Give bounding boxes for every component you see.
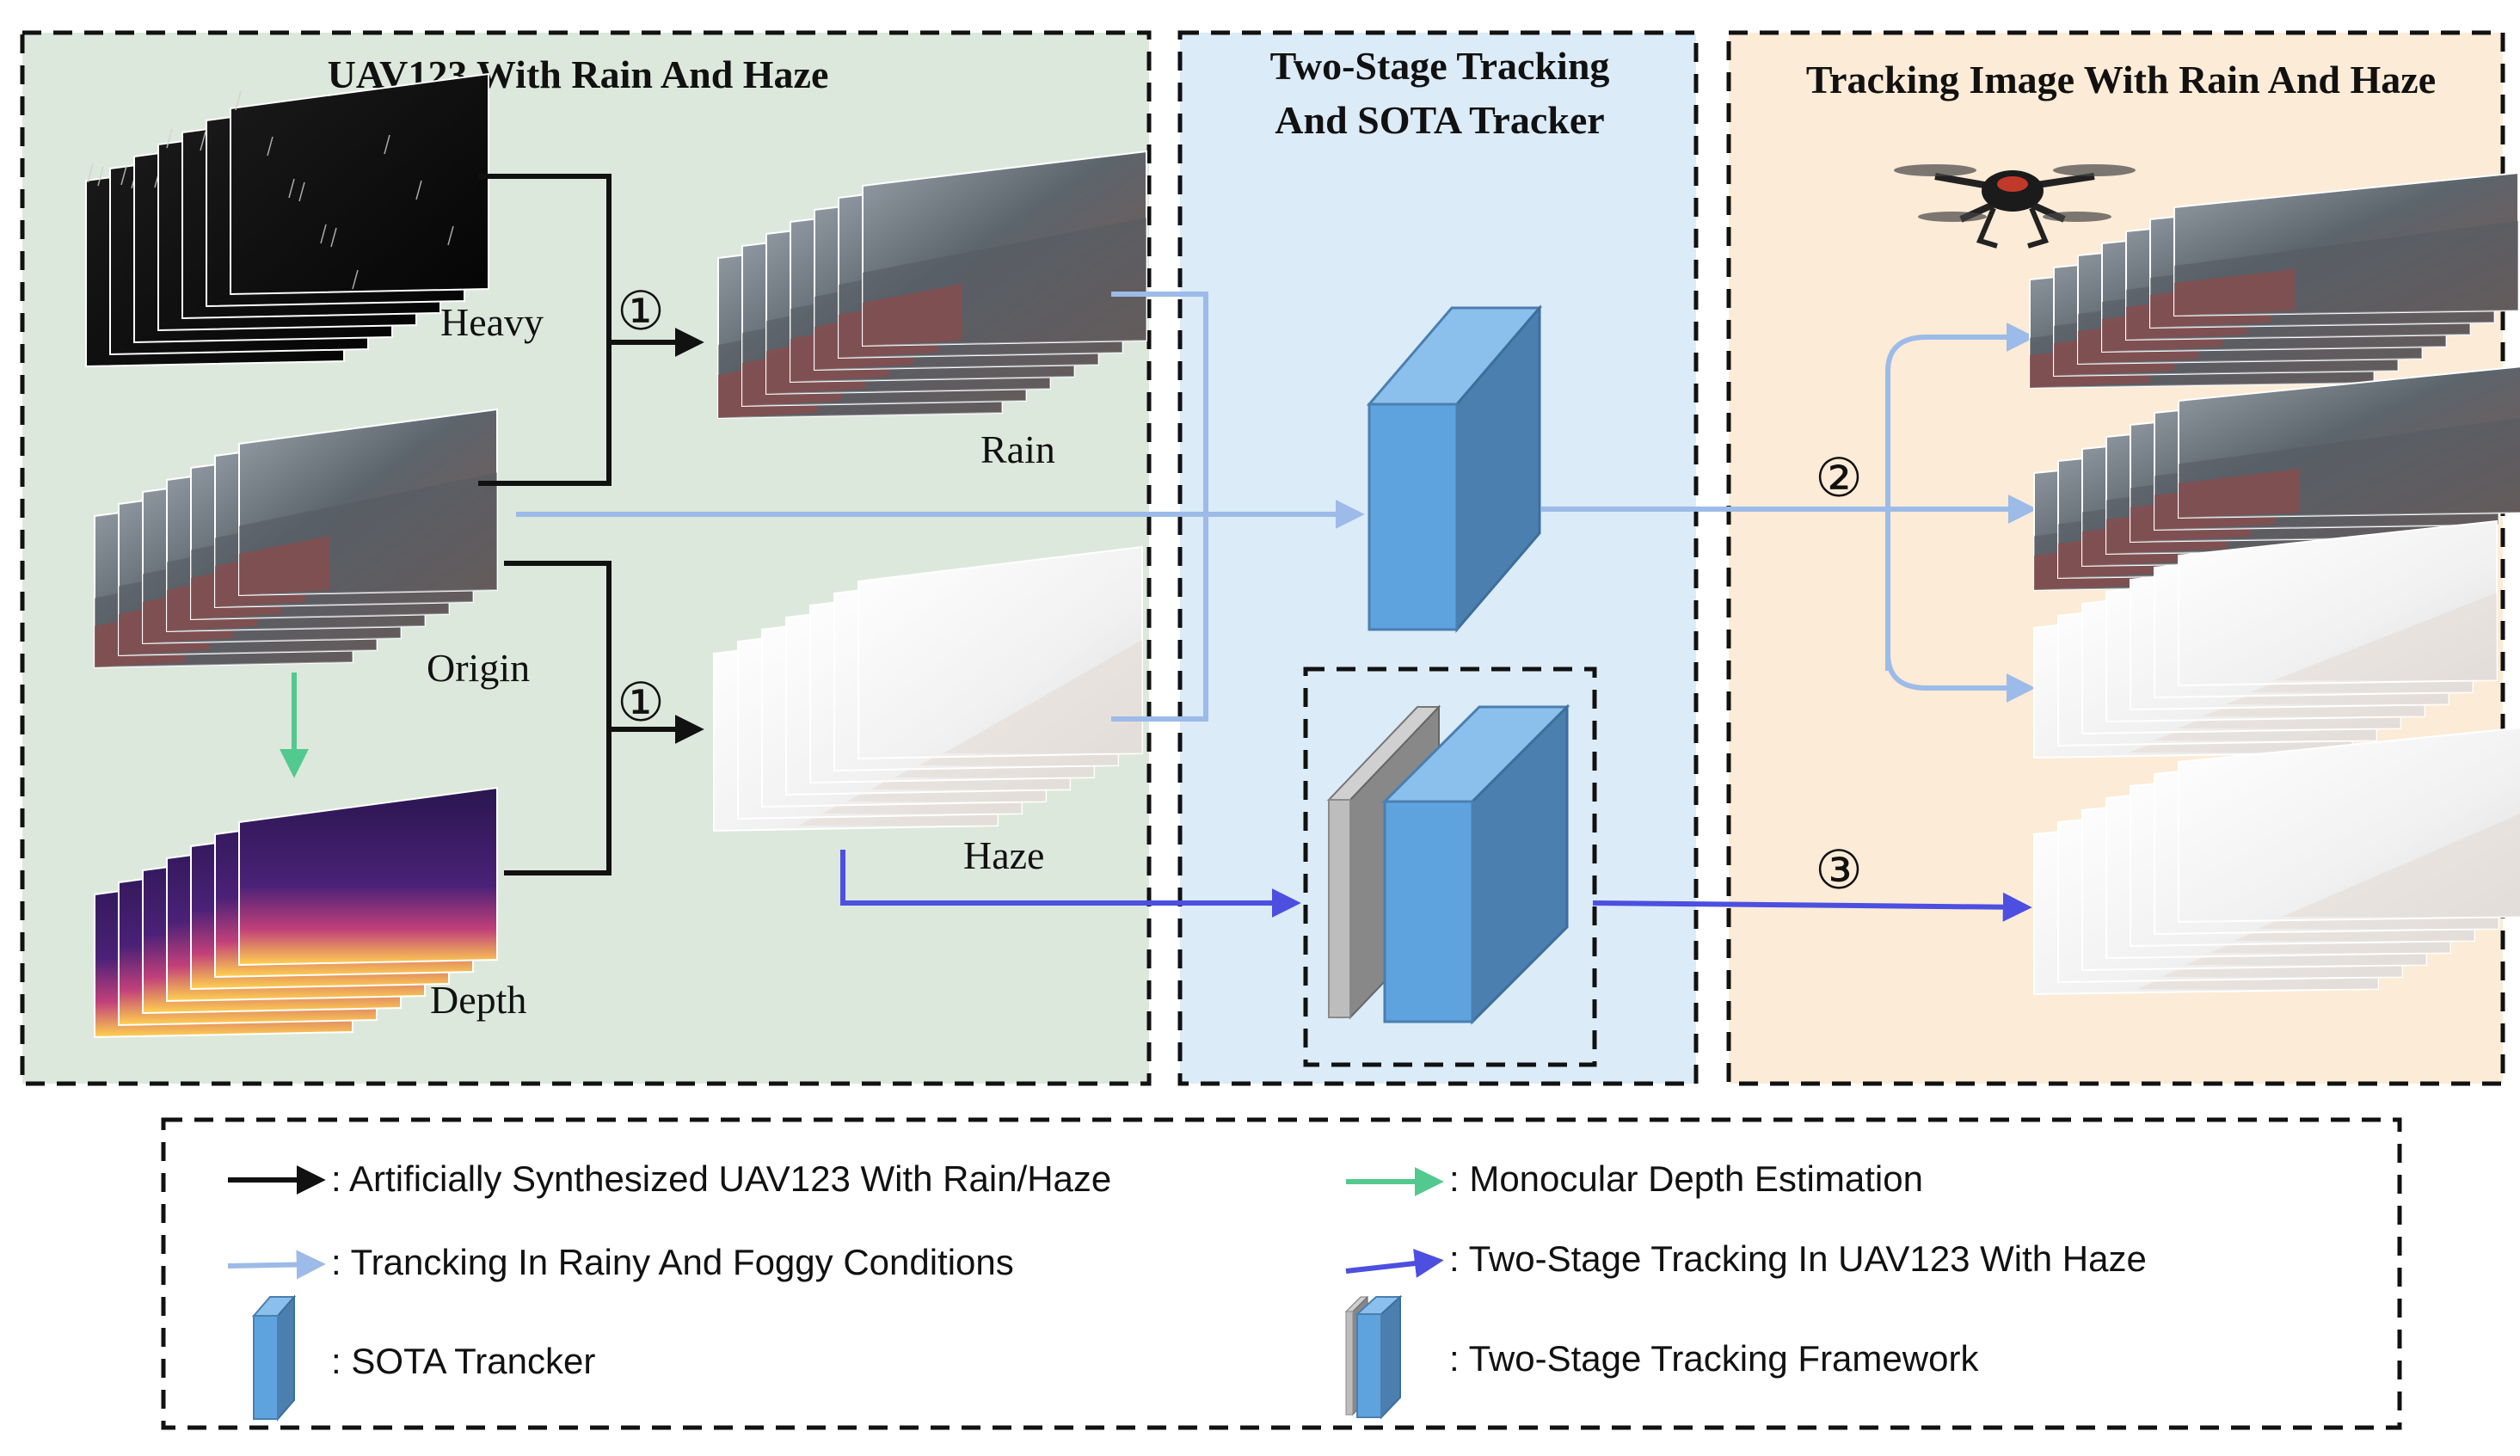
rain-tracking-output-middle [2033,366,2520,592]
rain-streak [298,181,305,202]
rain-streak [200,131,206,151]
haze-label: Haze [963,833,1044,877]
right-panel-title: Tracking Image With Rain And Haze [1806,58,2436,101]
road-edge [863,284,962,346]
fan-out-top [1885,323,2036,372]
two-stage-haze-tracking-output [2033,727,2520,996]
fan-out-bottom [1885,653,2036,703]
rain-label: Rain [980,427,1055,471]
legend-sota-box-icon [251,1294,297,1422]
rain-streak [415,180,422,200]
legend-dark-blue-arrow [1345,1249,1444,1278]
legend-dark-blue-arrow-text: : Two-Stage Tracking In UAV123 With Haze [1449,1238,2147,1279]
haze-frames [713,545,1143,832]
legend-box [161,1117,2402,1430]
origin-frames [94,408,498,669]
road-edge [239,536,329,595]
rain-synthesis-bracket [478,174,612,486]
rain-streak [235,90,242,111]
rain-streak [320,224,327,244]
haze-road [943,640,1142,753]
rain-streak [330,227,337,248]
rain-streak [87,163,94,183]
depth-map-frames [94,786,498,1039]
tracking-step-marker: ② [1815,449,1863,508]
stack-frame [238,786,498,967]
legend-black-arrow-text: : Artificially Synthesized UAV123 With R… [331,1158,1111,1199]
legend-sota-box-text: : SOTA Trancker [331,1341,595,1381]
rain-streak [447,225,454,246]
rain-to-tracker-line [1111,292,1208,722]
legend-green-arrow-text: : Monocular Depth Estimation [1449,1158,1923,1199]
middle-panel-title-line2: And SOTA Tracker [1275,98,1604,142]
legend-light-blue-arrow [227,1250,326,1280]
sota-tracker-box [1366,304,1543,634]
rain-step-marker: ① [617,282,665,341]
rain-streak [352,269,359,290]
rain-streak [97,166,104,187]
haze-to-two-stage-arrow [840,850,1301,918]
haze-road [2282,814,2520,917]
rain-streak [120,165,127,186]
drone-icon [1894,164,2136,249]
middle-panel-title-line1: Two-Stage Tracking [1270,44,1610,88]
rain-frames [717,150,1147,420]
haze-road [2274,593,2497,680]
two-stage-framework-box [1326,703,1570,1025]
two-stage-step-marker: ③ [1815,841,1863,900]
legend-light-blue-arrow-text: : Trancking In Rainy And Foggy Condition… [331,1242,1014,1282]
rain-streak [384,134,390,155]
haze-step-marker: ① [617,673,665,733]
stack-frame [230,72,489,296]
road-edge [2179,469,2299,518]
legend-two-stage-box-text: : Two-Stage Tracking Framework [1449,1338,1979,1379]
haze-tracking-output [2033,519,2498,759]
legend-two-stage-box-icon [1344,1294,1403,1420]
rain-streak [288,178,295,199]
rain-streak [267,136,274,157]
rain-streak [166,128,173,149]
two-stage-output-arrow [1592,892,2032,922]
origin-label: Origin [427,646,530,690]
depth-label: Depth [430,978,526,1022]
haze-synthesis-bracket [504,561,612,875]
road-edge [2174,269,2295,316]
rain-tracking-output-top [2029,171,2519,390]
rain-streak-frames [85,72,489,368]
heavy-label: Heavy [440,300,544,344]
